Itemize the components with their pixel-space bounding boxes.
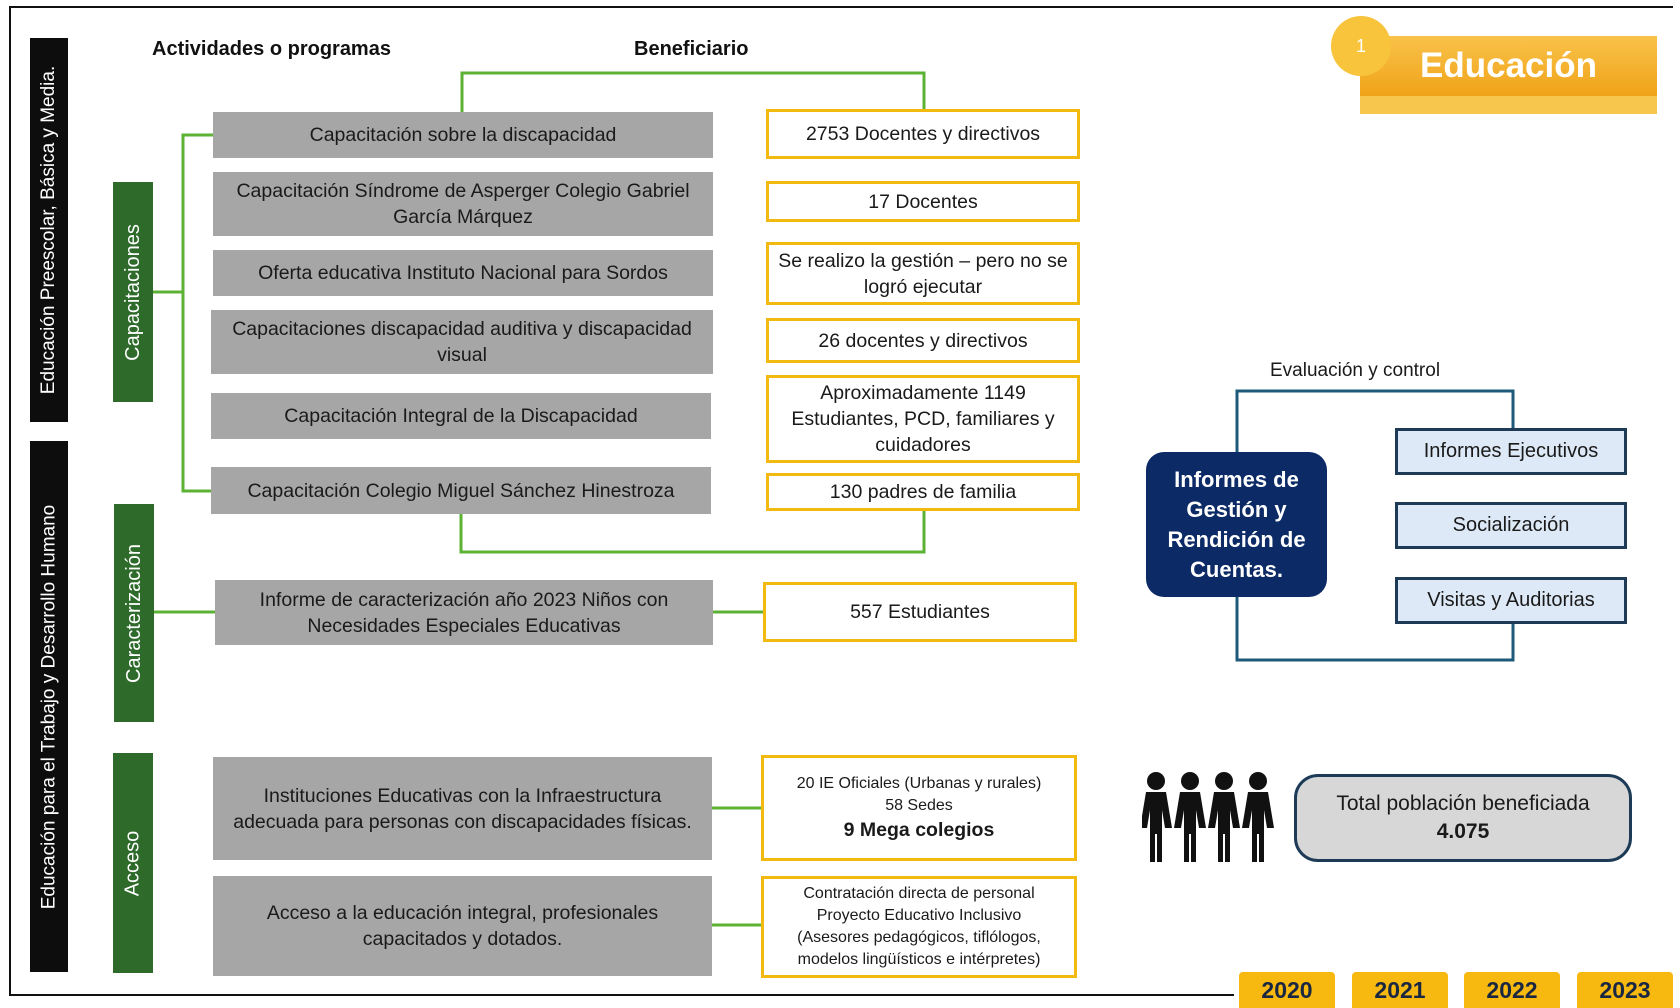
- eval-bracket-top: [1235, 389, 1515, 452]
- activities-header: Actividades o programas: [152, 38, 391, 60]
- year-tab-2022[interactable]: 2022: [1464, 972, 1560, 1008]
- title-badge: 1: [1331, 16, 1391, 76]
- eval-bracket-bottom: [1235, 597, 1515, 662]
- page-title: Educación: [1360, 36, 1657, 96]
- beneficiary-3: Se realizo la gestión – pero no se logró…: [766, 242, 1080, 305]
- activity-1: Capacitación sobre la discapacidad: [213, 112, 713, 158]
- beneficiary-6: 130 padres de familia: [766, 473, 1080, 511]
- report-item-visitas: Visitas y Auditorias: [1395, 577, 1627, 624]
- informes-main-box: Informes de Gestión y Rendición de Cuent…: [1146, 452, 1327, 597]
- activity-6: Capacitación Colegio Miguel Sánchez Hine…: [211, 467, 711, 514]
- evaluation-label: Evaluación y control: [1270, 360, 1441, 381]
- beneficiary-7: 557 Estudiantes: [763, 582, 1077, 642]
- beneficiary-5: Aproximadamente 1149 Estudiantes, PCD, f…: [766, 375, 1080, 463]
- bottom-bracket: [459, 510, 926, 554]
- category-caracterizacion: Caracterización: [114, 504, 154, 722]
- beneficiary-9: Contratación directa de personal Proyect…: [761, 876, 1077, 978]
- category-acceso: Acceso: [113, 753, 153, 973]
- beneficiary-4: 26 docentes y directivos: [766, 318, 1080, 363]
- outer-frame: [9, 6, 1673, 996]
- category-capacitaciones: Capacitaciones: [113, 182, 153, 402]
- beneficiary-2: 17 Docentes: [766, 181, 1080, 222]
- section-preescolar: Educación Preescolar, Básica y Media.: [30, 38, 68, 422]
- beneficiary-header: Beneficiario: [634, 38, 749, 60]
- people-group-icon: [1142, 772, 1274, 862]
- activity-5: Capacitación Integral de la Discapacidad: [211, 393, 711, 439]
- activity-4: Capacitaciones discapacidad auditiva y d…: [211, 310, 713, 374]
- year-tab-2021[interactable]: 2021: [1352, 972, 1448, 1008]
- beneficiary-1: 2753 Docentes y directivos: [766, 109, 1080, 159]
- activity-9: Acceso a la educación integral, profesio…: [213, 876, 712, 976]
- section-trabajo: Educación para el Trabajo y Desarrollo H…: [30, 441, 68, 972]
- beneficiary-8: 20 IE Oficiales (Urbanas y rurales) 58 S…: [761, 755, 1077, 861]
- activity-2: Capacitación Síndrome de Asperger Colegi…: [213, 172, 713, 236]
- report-item-informes: Informes Ejecutivos: [1395, 428, 1627, 475]
- total-beneficiaries-box: Total población beneficiada 4.075: [1294, 774, 1632, 862]
- activity-8: Instituciones Educativas con la Infraest…: [213, 757, 712, 860]
- total-value: 4.075: [1436, 820, 1490, 843]
- year-tab-2023[interactable]: 2023: [1577, 972, 1673, 1008]
- title-underline: [1360, 96, 1657, 114]
- total-label: Total población beneficiada: [1336, 792, 1590, 815]
- frame-bottom-line: [9, 994, 1234, 996]
- activity-3: Oferta educativa Instituto Nacional para…: [213, 250, 713, 296]
- report-item-socializacion: Socialización: [1395, 502, 1627, 549]
- capacitaciones-bracket: [181, 133, 214, 493]
- top-bracket: [460, 71, 926, 112]
- year-tab-2020[interactable]: 2020: [1239, 972, 1335, 1008]
- activity-7: Informe de caracterización año 2023 Niño…: [215, 580, 713, 645]
